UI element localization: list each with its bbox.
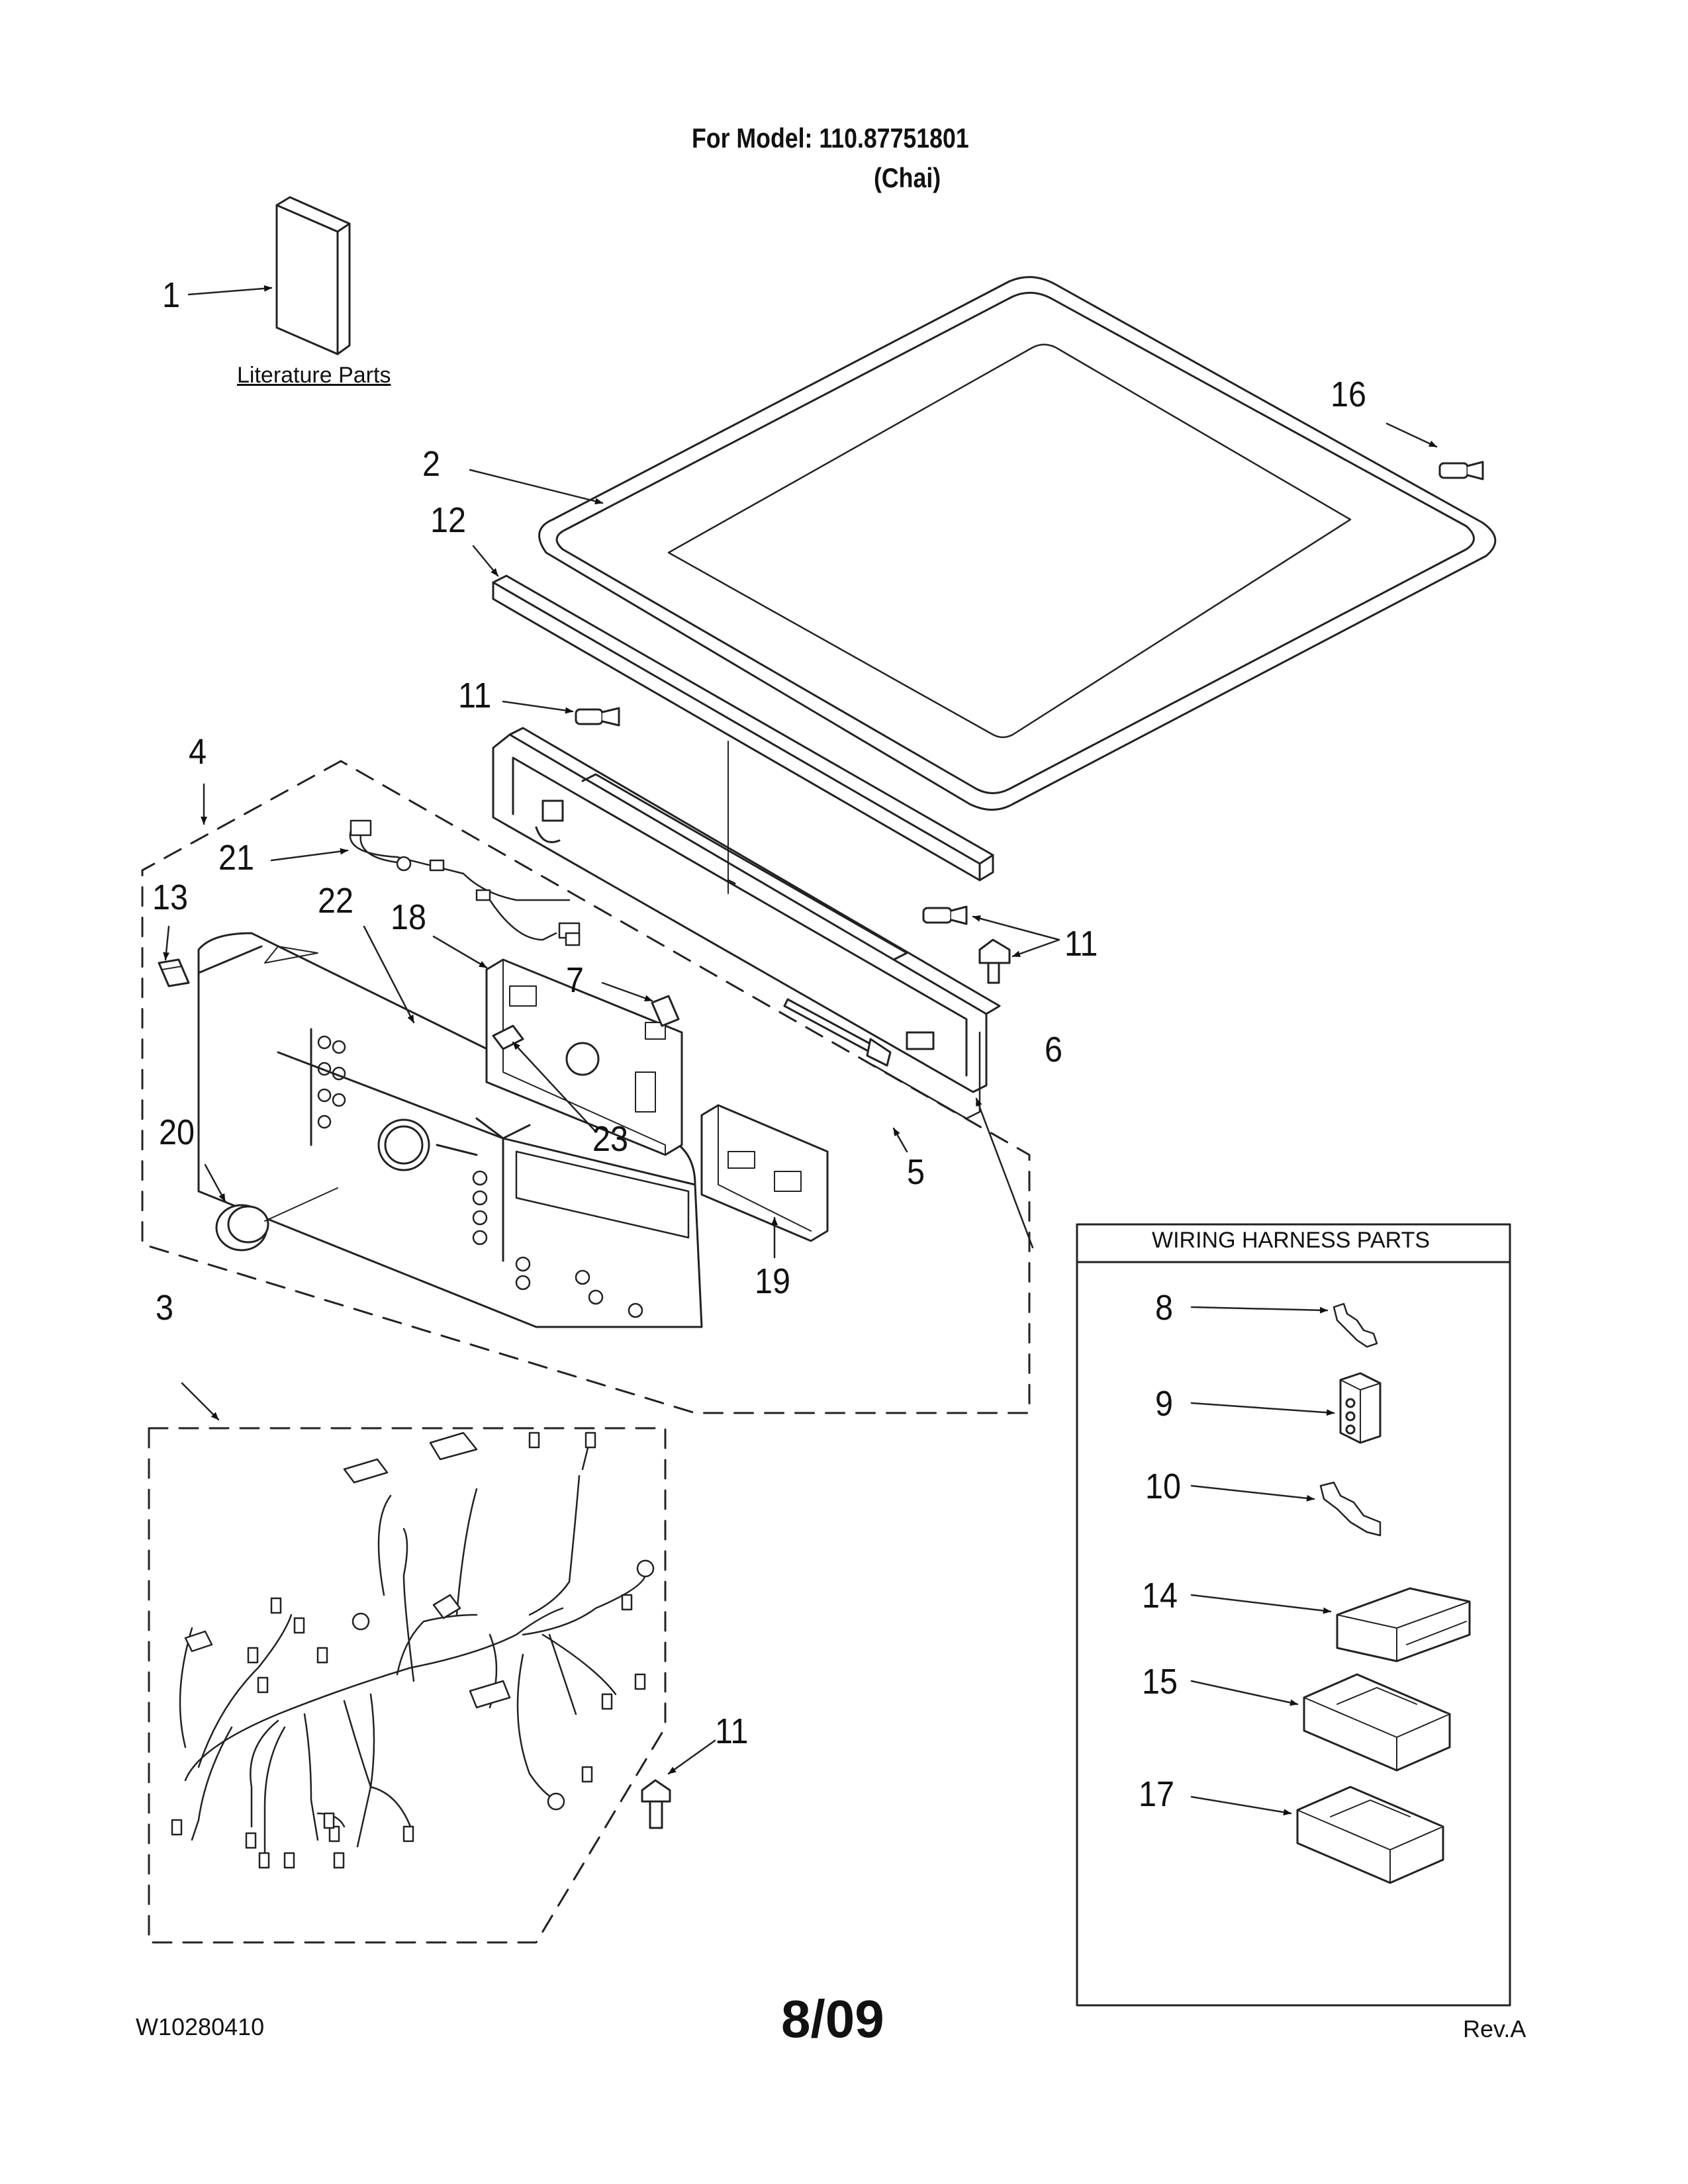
console-harness — [349, 819, 581, 946]
led-23 — [492, 1024, 524, 1050]
interface-board — [700, 1104, 829, 1242]
callout-14: 14 — [1142, 1576, 1178, 1615]
control-board — [485, 958, 683, 1156]
callout-17: 17 — [1139, 1774, 1175, 1814]
console-buttons — [317, 1035, 643, 1318]
connector-9 — [1339, 1372, 1382, 1444]
screw-11-mid — [922, 905, 968, 925]
screw-11-bottom — [641, 1779, 671, 1829]
callout-11-top: 11 — [458, 676, 492, 715]
connector-17 — [1296, 1786, 1444, 1884]
model-variant: (Chai) — [874, 162, 941, 193]
knob — [215, 1187, 338, 1251]
callout-2: 2 — [422, 444, 441, 484]
callout-11-bottom: 11 — [715, 1711, 749, 1751]
screw-16 — [1438, 461, 1484, 480]
literature-booklet — [275, 196, 351, 355]
callout-13: 13 — [152, 878, 189, 917]
callout-22: 22 — [318, 881, 354, 921]
callout-7: 7 — [566, 960, 585, 1000]
connector-14 — [1336, 1587, 1471, 1662]
rear-bracket — [492, 727, 1001, 1120]
revision: Rev.A — [1463, 2015, 1526, 2042]
top-lid — [538, 276, 1497, 811]
leader-lines — [163, 285, 1438, 1816]
terminal-8 — [1333, 1302, 1378, 1348]
clip-13 — [158, 958, 190, 987]
callout-3: 3 — [156, 1288, 174, 1328]
callout-19: 19 — [755, 1261, 791, 1301]
cable-tie — [783, 998, 892, 1067]
callout-11-right: 11 — [1064, 924, 1098, 964]
doc-number: W10280410 — [136, 2013, 265, 2040]
console-assembly-boundary — [141, 760, 1031, 1414]
callout-12: 12 — [430, 500, 467, 540]
callout-23: 23 — [592, 1119, 629, 1159]
callout-8: 8 — [1155, 1288, 1174, 1328]
main-harness — [171, 1432, 655, 1869]
harness-boundary — [148, 1427, 667, 1944]
callout-4: 4 — [189, 732, 207, 772]
terminal-10 — [1319, 1481, 1382, 1537]
screw-11-right — [978, 938, 1011, 984]
callout-9: 9 — [1155, 1384, 1174, 1424]
front-strip — [492, 574, 994, 882]
connector-15 — [1303, 1673, 1451, 1772]
literature-parts-label: Literature Parts — [237, 363, 391, 388]
model-title: For Model: 110.87751801 — [692, 122, 969, 154]
callout-15: 15 — [1142, 1662, 1178, 1702]
callout-5: 5 — [907, 1152, 925, 1192]
print-date: 8/09 — [781, 1989, 884, 2048]
callout-21: 21 — [218, 838, 255, 878]
wiring-harness-box-title: WIRING HARNESS PARTS — [1152, 1228, 1430, 1253]
callout-6: 6 — [1045, 1030, 1063, 1069]
screw-11-top — [575, 707, 620, 727]
callout-1: 1 — [162, 275, 181, 315]
bracket-7 — [651, 995, 680, 1027]
callout-18: 18 — [391, 897, 427, 937]
callout-10: 10 — [1145, 1467, 1182, 1506]
callout-20: 20 — [159, 1113, 195, 1152]
callout-16: 16 — [1331, 375, 1367, 414]
